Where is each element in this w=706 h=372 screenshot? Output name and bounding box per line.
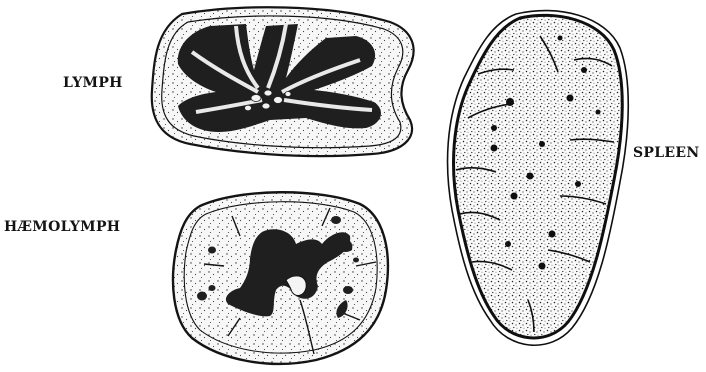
lymph-node-section <box>152 7 414 156</box>
spleen-section <box>448 11 629 346</box>
spleen-label: SPLEEN <box>633 145 699 161</box>
haemolymph-node-section <box>173 192 388 364</box>
haemolymph-label: HÆMOLYMPH <box>4 219 120 235</box>
spleen-capsule <box>454 15 623 338</box>
lymph-label: LYMPH <box>63 75 123 91</box>
